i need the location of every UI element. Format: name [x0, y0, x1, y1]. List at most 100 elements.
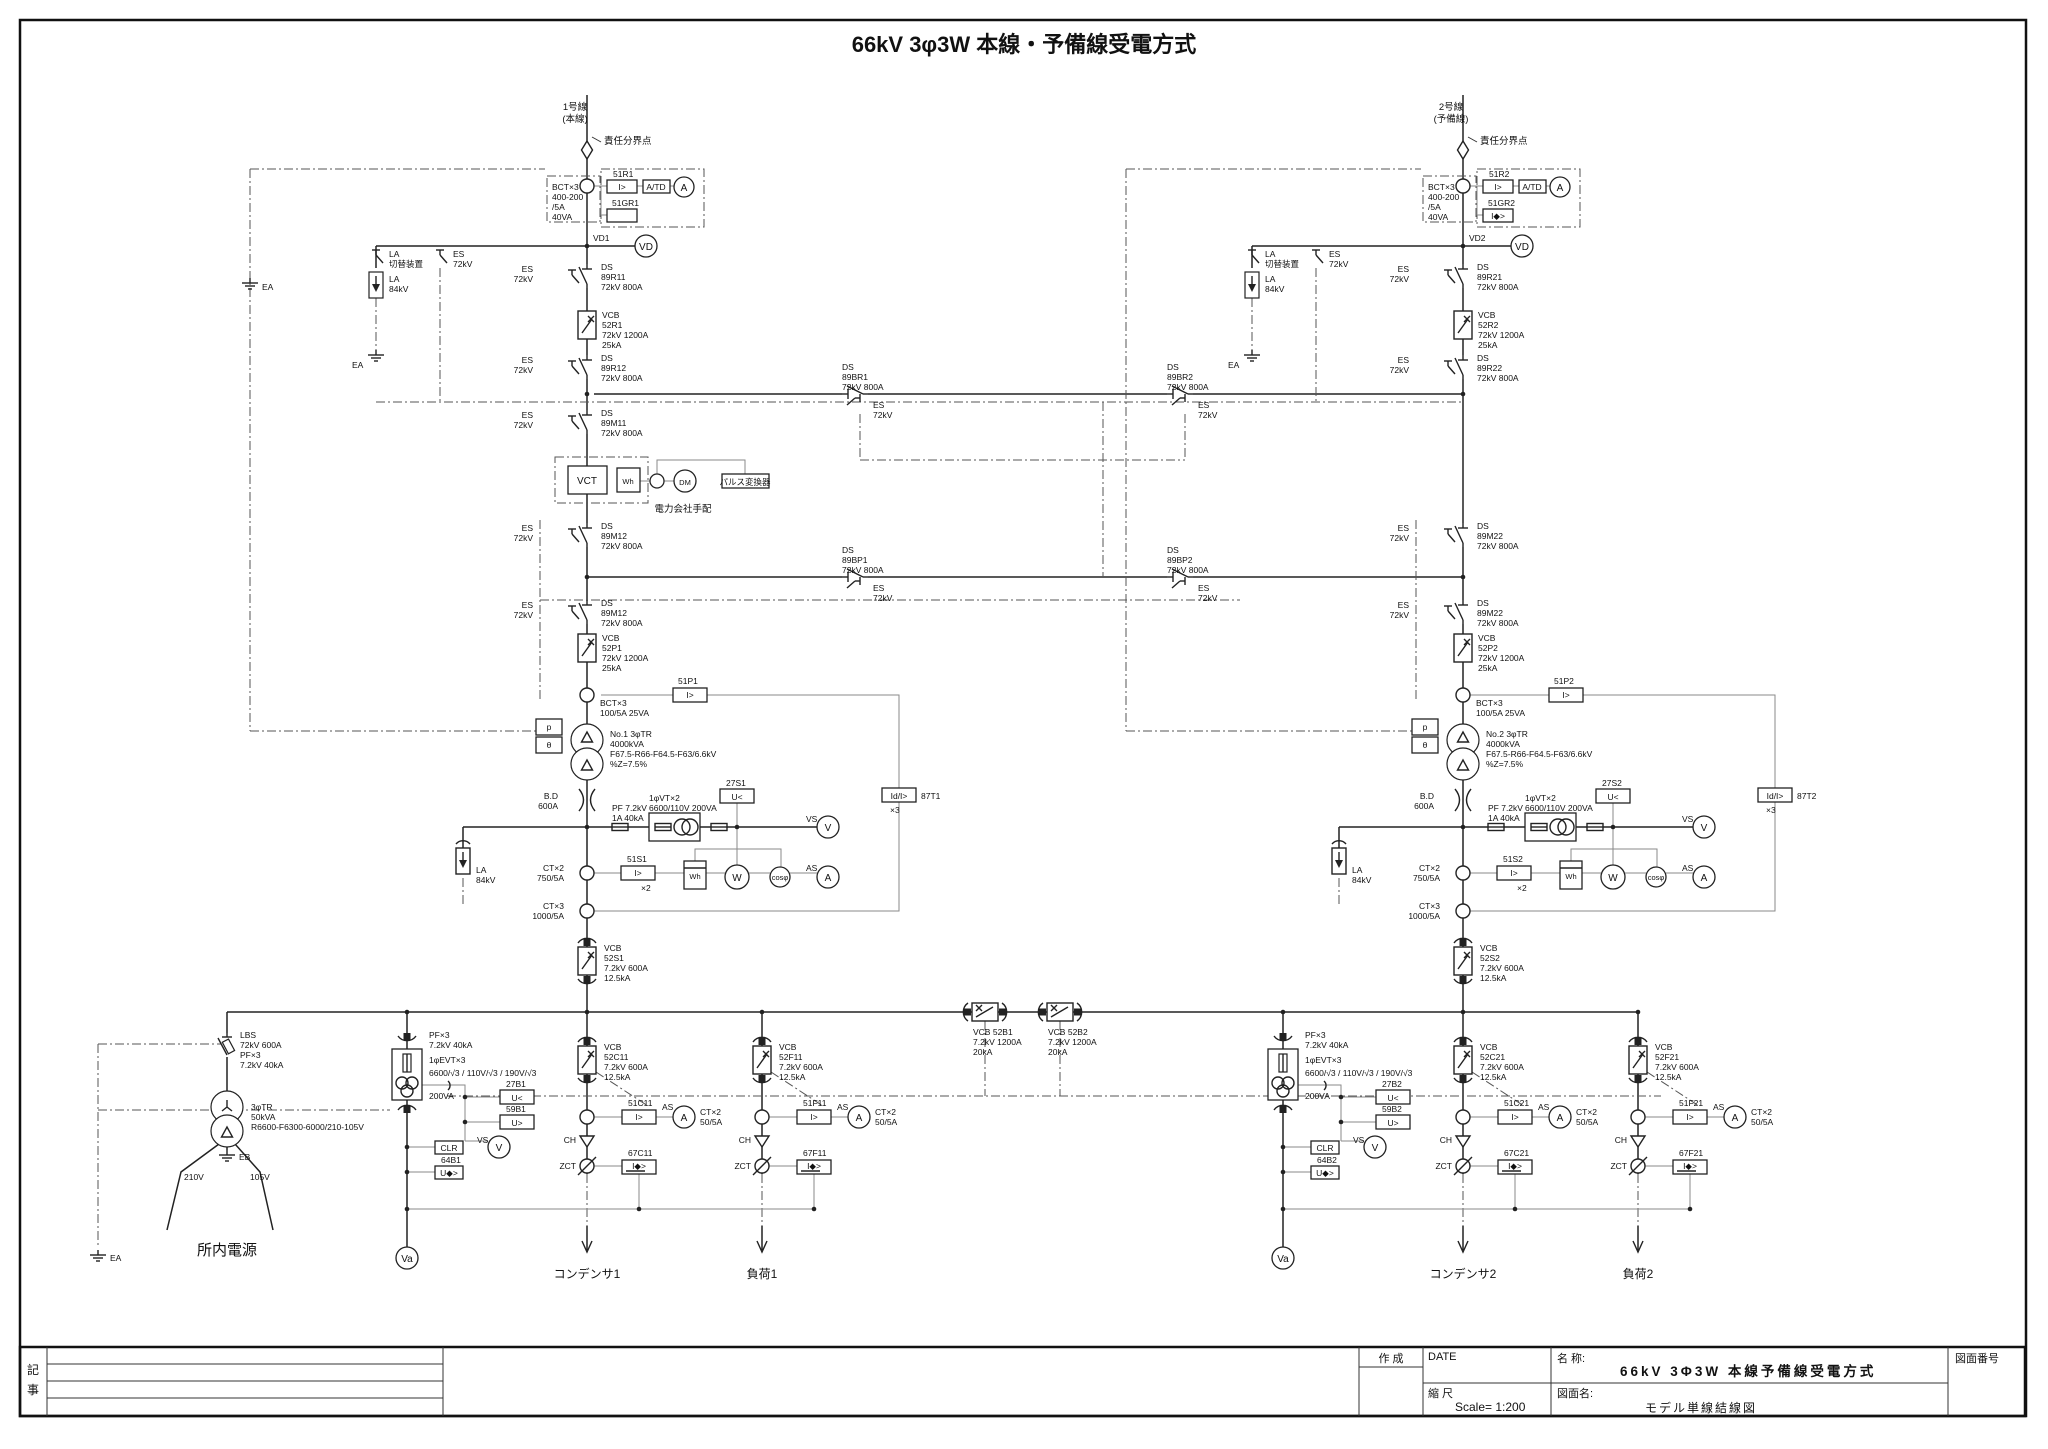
f1l-51-sym: I>: [810, 1112, 817, 1122]
aux2-clr: CLR: [1316, 1143, 1333, 1153]
c1-as: AS: [806, 863, 818, 873]
c1-51r-tag: 51R1: [613, 169, 634, 179]
c1-51s-tag: 51S1: [627, 854, 647, 864]
f2l-ammeter: A: [1732, 1113, 1739, 1124]
f1l-ch: CH: [739, 1135, 751, 1145]
c1-87-mult: ×3: [890, 805, 900, 815]
bus-tie-symbols: [841, 385, 1194, 1022]
tb-sakusei: 作 成: [1378, 1352, 1403, 1365]
aux2-27-sym: U<: [1387, 1093, 1398, 1103]
c2-ammeter-top: A: [1557, 183, 1564, 194]
feeder-symbols: [577, 1036, 1747, 1253]
f1l-ammeter: A: [856, 1113, 863, 1124]
aux2-evt2: 6600/√3 / 110V/√3 / 190V/√3: [1305, 1068, 1413, 1078]
c2-theta-box: θ: [1423, 740, 1428, 750]
aux1-evt2: 6600/√3 / 110V/√3 / 190V/√3: [429, 1068, 537, 1078]
aux2-va-meter: Va: [1277, 1254, 1289, 1265]
aux1-59-sym: U>: [511, 1118, 522, 1128]
c2-vd-tag: VD2: [1469, 233, 1486, 243]
aux1-59-tag: 59B1: [506, 1104, 526, 1114]
f1c-ch: CH: [564, 1135, 576, 1145]
f1c-67-sym: I◆>: [632, 1161, 646, 1171]
aux1-clr: CLR: [440, 1143, 457, 1153]
c2-w-meter: W: [1608, 873, 1618, 884]
c1-vct-wh: Wh: [622, 477, 633, 486]
f2c-zct: ZCT: [1435, 1161, 1452, 1171]
c2-as: AS: [1682, 863, 1694, 873]
c1-p-box: p: [547, 722, 552, 732]
c1-dm: DM: [679, 478, 691, 487]
aux2-59-tag: 59B2: [1382, 1104, 1402, 1114]
c1-ammeter2: A: [825, 873, 832, 884]
c1-87-sym: Id/I>: [891, 791, 908, 801]
aux1-va-meter: Va: [401, 1254, 413, 1265]
lv-bus-and-feeders: [166, 1011, 1639, 1250]
f2c-51-tag: 51C21: [1504, 1098, 1529, 1108]
tb-shukushaku: 縮 尺: [1428, 1386, 1453, 1400]
f2l-ch: CH: [1615, 1135, 1627, 1145]
aux1-27-tag: 27B1: [506, 1079, 526, 1089]
c2-p-box: p: [1423, 722, 1428, 732]
f1c-ammeter: A: [681, 1113, 688, 1124]
f2c-67-sym: I◆>: [1508, 1161, 1522, 1171]
notes-label: 記事: [27, 1362, 39, 1397]
f1l-67-sym: I◆>: [807, 1161, 821, 1171]
tb-name-value: 66kV 3Φ3W 本線予備線受電方式: [1620, 1363, 1876, 1379]
instrument-wiring: [407, 185, 1776, 1210]
c1-atd: A/TD: [646, 182, 665, 192]
aux2-64-sym: U◆>: [1316, 1168, 1334, 1178]
aux1-va-rating: 200VA: [429, 1091, 454, 1101]
tb-zumenmei: 図面名:: [1557, 1386, 1593, 1400]
c2-wh-meter: Wh: [1565, 872, 1576, 881]
c2-51r-tag: 51R2: [1489, 169, 1510, 179]
f2l-51-tag: 51F21: [1679, 1098, 1703, 1108]
tb-date: DATE: [1428, 1351, 1457, 1363]
f2l-zct: ZCT: [1610, 1161, 1627, 1171]
c2-87-tag: 87T2: [1797, 791, 1817, 801]
tb-scale: Scale= 1:200: [1455, 1400, 1526, 1414]
f2c-name: コンデンサ2: [1430, 1266, 1497, 1281]
c1-ea2: EA: [262, 282, 274, 292]
f1l-name: 負荷1: [747, 1267, 778, 1281]
eb-label: EB: [239, 1152, 251, 1162]
f2c-as: AS: [1538, 1102, 1550, 1112]
